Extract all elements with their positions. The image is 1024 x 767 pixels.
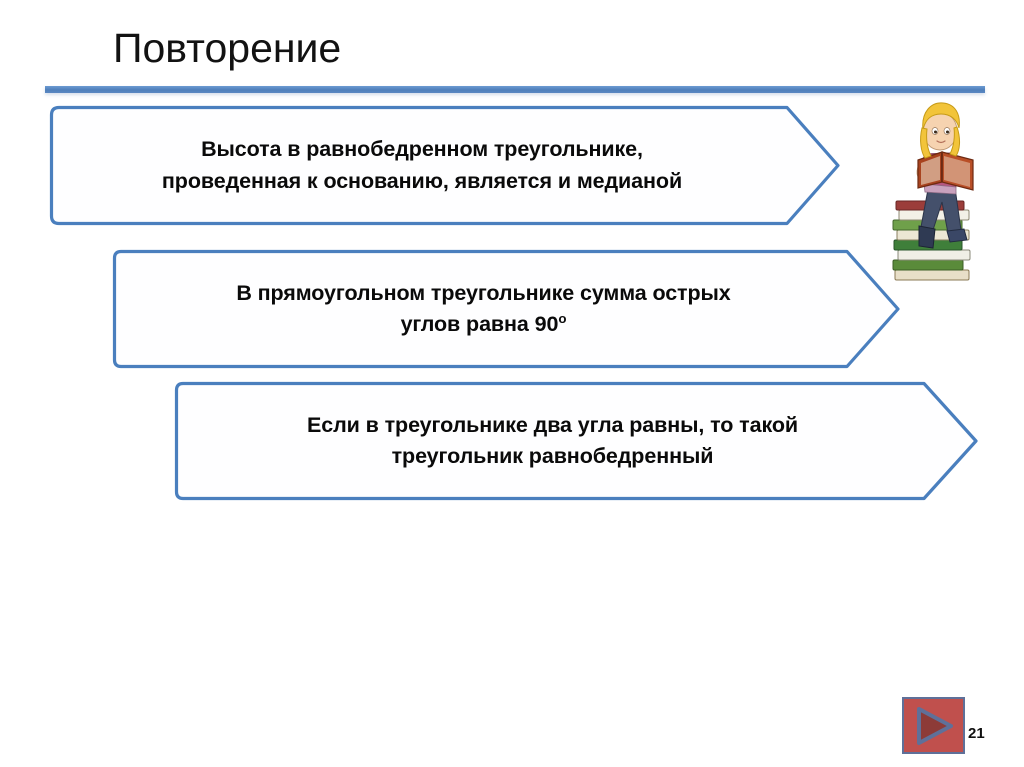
- next-slide-button[interactable]: [902, 697, 965, 754]
- statement-banner-1: Высота в равнобедренном треугольнике, пр…: [49, 105, 841, 226]
- legs: [918, 183, 968, 249]
- girl-reading-clipart-icon: [892, 102, 974, 281]
- banner-arrow-shape-2: [112, 249, 900, 369]
- title-underline-rule: [45, 86, 985, 93]
- page-number: 21: [968, 725, 985, 742]
- page-title: Повторение: [113, 25, 342, 71]
- statement-banner-2: В прямоугольном треугольнике сумма остры…: [112, 249, 901, 369]
- banner-arrow-shape-1: [49, 105, 840, 226]
- banner-arrow-shape-3: [174, 381, 978, 501]
- play-triangle-icon: [916, 706, 953, 745]
- girl-reading-on-books-image: [885, 98, 989, 290]
- head: [920, 102, 960, 159]
- open-book: [917, 151, 974, 191]
- statement-banner-3: Если в треугольнике два угла равны, то т…: [174, 381, 979, 501]
